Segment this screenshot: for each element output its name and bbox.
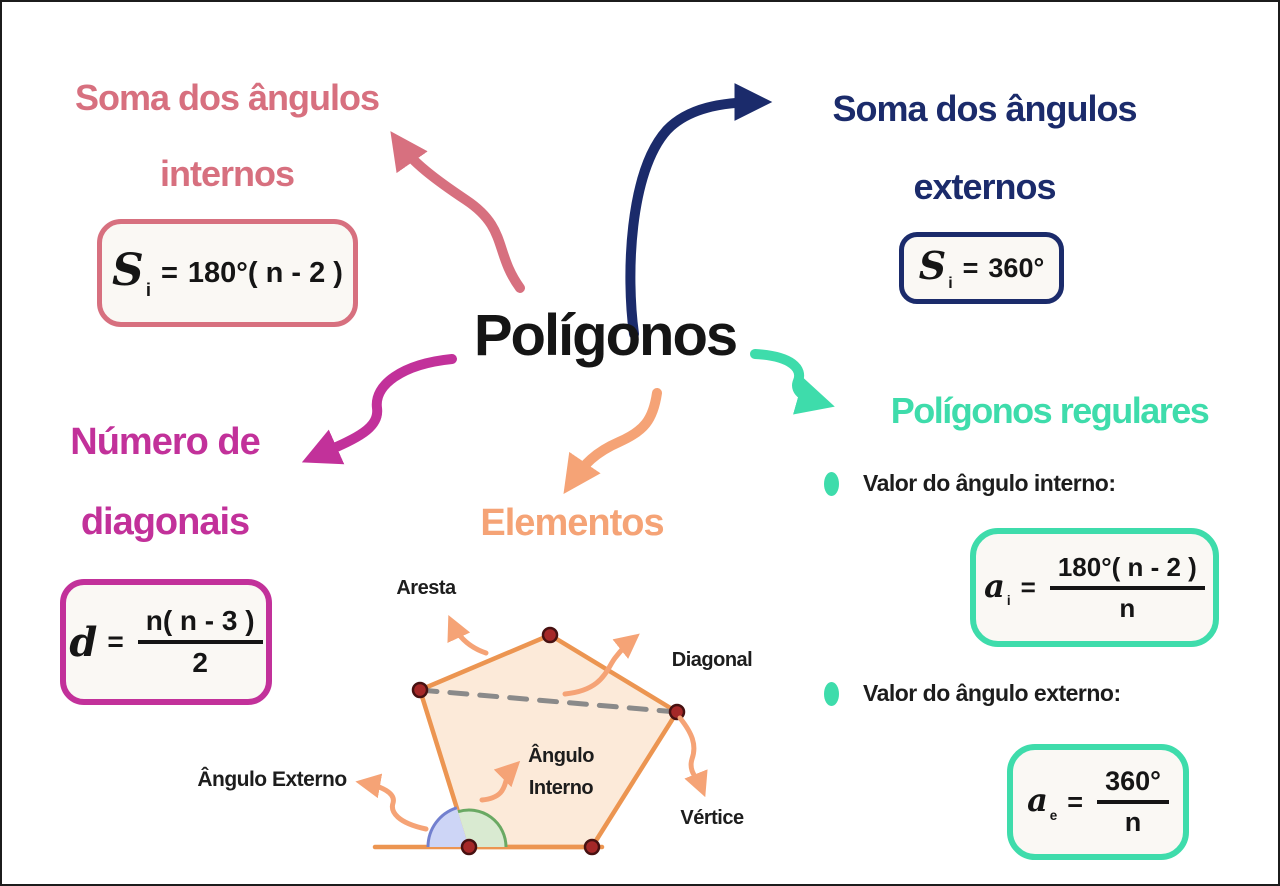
vertex-label: Vértice xyxy=(680,807,744,829)
diagonals-heading-line1: Número de xyxy=(70,421,260,463)
fraction-numerator: 360° xyxy=(1097,766,1169,804)
bullet-icon xyxy=(824,471,839,496)
fraction-numerator: 180°( n - 2 ) xyxy=(1049,552,1205,590)
equals-sign: = xyxy=(962,252,979,283)
formula-subscript: i xyxy=(145,279,151,301)
arrow-to-elements xyxy=(563,388,662,494)
external-angle-label: Ângulo Externo xyxy=(197,768,347,791)
external-sum-heading: Soma dos ângulos externos xyxy=(792,70,1177,226)
formula-variable: a xyxy=(984,566,1005,605)
internal-angle-label-line1: Ângulo xyxy=(528,745,594,767)
external-sum-heading-line2: externos xyxy=(913,166,1056,207)
arrow-to-external-sum xyxy=(625,83,773,339)
diagonals-heading: Número de diagonais xyxy=(45,402,285,562)
equals-sign: = xyxy=(160,256,178,289)
equals-sign: = xyxy=(1020,572,1036,602)
vertex-dot xyxy=(411,681,429,699)
vertex-dot xyxy=(583,838,601,856)
internal-sum-heading-line1: Soma dos ângulos xyxy=(74,77,380,118)
bullet-label: Valor do ângulo interno: xyxy=(863,470,1116,496)
diagonals-heading-line2: diagonais xyxy=(80,501,250,543)
fraction: n( n - 3 ) 2 xyxy=(137,605,263,679)
edge-label: Aresta xyxy=(396,577,456,599)
formula-variable: S xyxy=(112,244,144,296)
internal-sum-heading: Soma dos ângulos internos xyxy=(32,60,422,212)
equals-sign: = xyxy=(1067,786,1084,817)
internal-angle-bullet-row: Valor do ângulo interno: xyxy=(824,470,1116,497)
diagonals-formula-box: d = n( n - 3 ) 2 xyxy=(60,579,272,705)
formula-subscript: i xyxy=(1006,593,1011,609)
diagonal-label: Diagonal xyxy=(671,649,753,671)
vertex-label-arrow xyxy=(677,715,708,798)
bullet-icon xyxy=(824,681,839,706)
external-sum-heading-line1: Soma dos ângulos xyxy=(832,88,1137,129)
vertex-dot xyxy=(541,626,559,644)
fraction-denominator: 2 xyxy=(192,647,208,678)
formula-subscript: i xyxy=(948,275,953,293)
formula-variable: a xyxy=(1027,781,1048,820)
external-angle-sector xyxy=(427,807,469,847)
regular-polygons-heading: Polígonos regulares xyxy=(890,390,1210,431)
fraction: 360° n xyxy=(1097,766,1169,838)
bullet-label: Valor do ângulo externo: xyxy=(863,680,1121,706)
external-angle-arc xyxy=(426,806,458,848)
arrow-to-regular-polygons xyxy=(750,349,835,415)
elements-heading: Elementos xyxy=(480,502,664,544)
internal-angle-label-line2: Interno xyxy=(528,777,594,799)
external-angle-bullet-row: Valor do ângulo externo: xyxy=(824,680,1121,707)
formula-expression: 360° xyxy=(988,252,1045,283)
diagonal-label-arrow xyxy=(562,633,640,697)
formula-expression: 180°( n - 2 ) xyxy=(187,256,343,289)
fraction: 180°( n - 2 ) n xyxy=(1049,552,1205,624)
formula-variable: S xyxy=(918,242,947,288)
central-topic-title: Polígonos xyxy=(473,303,738,368)
formula-subscript: e xyxy=(1049,807,1058,823)
arrow-to-diagonals xyxy=(301,354,457,465)
diagonal-dashed-line xyxy=(417,687,680,715)
equals-sign: = xyxy=(107,626,124,657)
edge-label-arrow xyxy=(447,615,489,656)
vertex-dot xyxy=(460,838,478,856)
vertex-dot xyxy=(668,703,686,721)
internal-angle-label: Ângulo Interno xyxy=(502,740,620,804)
fraction-denominator: n xyxy=(1124,807,1142,837)
arrow-to-internal-sum xyxy=(390,131,525,293)
internal-angle-label-arrow xyxy=(479,760,521,803)
internal-angle-sector xyxy=(458,810,506,847)
fraction-numerator: n( n - 3 ) xyxy=(137,605,263,644)
external-angle-label-arrow xyxy=(355,773,429,832)
internal-angle-arc xyxy=(457,808,508,848)
internal-sum-heading-line2: internos xyxy=(159,153,295,194)
formula-variable: d xyxy=(69,618,98,666)
fraction-denominator: n xyxy=(1119,592,1136,623)
